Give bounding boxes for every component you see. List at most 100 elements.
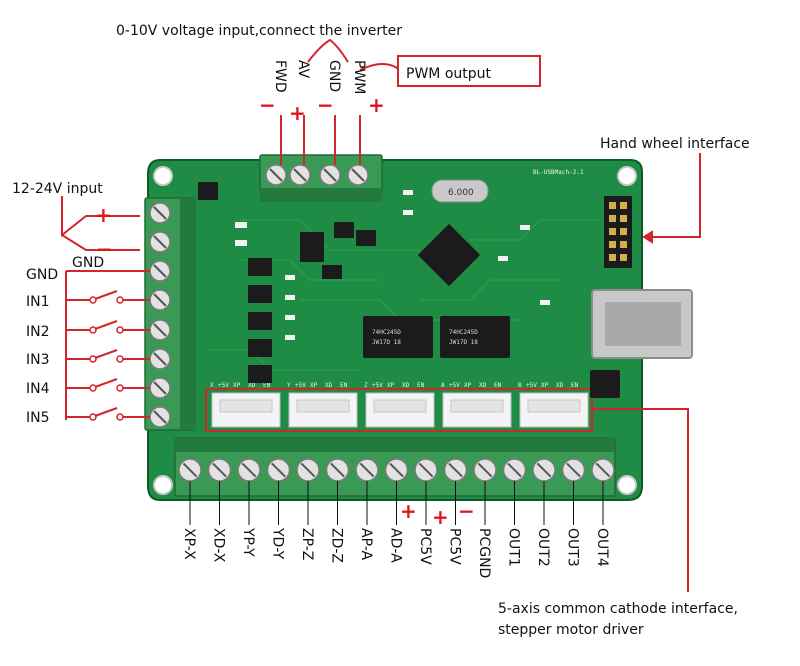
av-plus-sign: + [289,101,306,125]
annotation-lines [61,38,701,592]
pcgnd-minus-sign: − [458,499,475,523]
power-minus-sign: − [96,237,113,261]
bottom-screw-8 [384,458,409,482]
fwd-minus-sign: − [259,93,276,117]
power-input-label: 12-24V input [12,181,103,197]
axis-pin-silk: XD [556,382,564,389]
axis-pin-silk: EN [494,382,502,389]
bottom-screw-6 [325,458,350,482]
bottom-screw-11 [473,458,497,482]
switch-in1 [65,290,150,304]
bottom-terminal-label-pc5v-10: PC5V [447,528,463,565]
header-pin [620,202,627,209]
svg-text:JW17D 18: JW17D 18 [449,339,478,346]
pwm-plus-sign: + [368,93,385,117]
bottom-terminal-label-ad-a-8: AD-A [388,528,404,563]
axis-pin-silk: XP [387,382,395,389]
input-label-in5: IN5 [26,410,50,426]
header-pin [620,228,627,235]
bottom-screw-5 [296,458,320,482]
axis-pin-silk: +5V [526,382,537,389]
svg-text:74HC245D: 74HC245D [449,329,478,336]
header-pin [620,241,627,248]
switch-in3 [65,349,150,363]
header-pin [609,241,616,248]
header-pin [609,228,616,235]
bottom-terminal-label-out4-15: OUT4 [594,528,610,567]
top-terminal-block [259,154,383,202]
crystal: 6.000 [431,179,489,203]
capacitor [590,370,620,398]
bottom-terminal-label-out2-13: OUT2 [535,528,551,567]
bottom-terminal-label-ap-a-7: AP-A [358,528,374,560]
ic-chip-1: 74HC245D JW17D 18 [363,316,433,358]
left-screw-1 [149,202,171,224]
pc5v-plus-sign-1: + [400,499,417,523]
bottom-screw-14 [561,458,586,482]
left-screw-6 [149,348,171,370]
top-screw-3 [319,164,341,186]
bottom-terminal-label-xd-x-2: XD-X [211,528,227,563]
bottom-screw-2 [207,458,232,482]
inverter-voltage-label: 0-10V voltage input,connect the inverter [116,23,402,39]
axis-silk-label: B [518,382,522,389]
small-ics [198,182,376,383]
top-terminal-label-pwm: PWM [351,60,367,94]
axis-pin-silk: EN [571,382,579,389]
axis-silk-label: Y [287,382,291,389]
axis-pin-silk: XP [464,382,472,389]
bottom-terminal-label-xp-x-1: XP-X [181,528,197,560]
svg-text:6.000: 6.000 [448,188,474,198]
switch-in5 [65,407,150,421]
input-label-in3: IN3 [26,352,50,368]
axis-pin-silk: XD [479,382,487,389]
axis-pin-silk: EN [417,382,425,389]
svg-text:74HC245D: 74HC245D [372,329,401,336]
usb-b-connector [591,289,693,359]
bottom-screw-4 [266,458,291,482]
bottom-screw-1 [178,458,202,482]
bottom-screw-15 [591,458,615,482]
header-pin [609,254,616,261]
switch-in4 [65,378,150,392]
pwm-output-box: PWM output [397,55,541,87]
left-screw-4 [149,289,171,311]
bottom-screw-7 [355,458,379,482]
input-label-in4: IN4 [26,381,50,397]
power-plus-sign: + [95,203,112,227]
left-screw-7 [149,377,171,399]
hand-wheel-header [604,196,632,268]
bottom-terminal-labels: XP-X XD-X YP-Y YD-Y ZP-Z ZD-Z AP-A AD-A PC5V PC5V… [181,481,610,578]
axis-pin-silk: XP [233,382,241,389]
gnd-common-rail [65,270,150,420]
bottom-terminal-label-yd-y-4: YD-Y [270,527,286,560]
bottom-terminal-label-yp-y-3: YP-Y [240,527,256,557]
bottom-terminal-label-zp-z-5: ZP-Z [299,528,315,560]
bottom-terminal-label-out1-12: OUT1 [506,528,522,567]
bottom-screw-13 [532,458,556,482]
bottom-screw-10 [443,458,468,482]
bottom-screw-9 [414,458,438,482]
header-pin [620,215,627,222]
top-terminal-label-fwd: FWD [272,60,288,93]
header-pin [609,202,616,209]
bottom-terminal-label-pc5v-9: PC5V [417,528,433,565]
gnd-minus-sign: − [317,93,334,117]
left-screw-3 [149,260,171,282]
axis-silk-label: Z [364,382,368,389]
axis-pin-silk: +5V [218,382,229,389]
axis-pin-silk: XP [541,382,549,389]
top-screw-4 [347,164,369,186]
ic-chip-2: 74HC245D JW17D 18 [440,316,510,358]
axis-connector-b [519,392,589,428]
left-screw-2 [149,231,171,253]
bottom-terminal-label-zd-z-6: ZD-Z [329,528,345,563]
top-terminal-label-gnd: GND [326,60,342,92]
header-pin [609,215,616,222]
axis-connector-y [288,392,358,428]
board-name: BL-USBMach-2.1 [533,169,584,176]
